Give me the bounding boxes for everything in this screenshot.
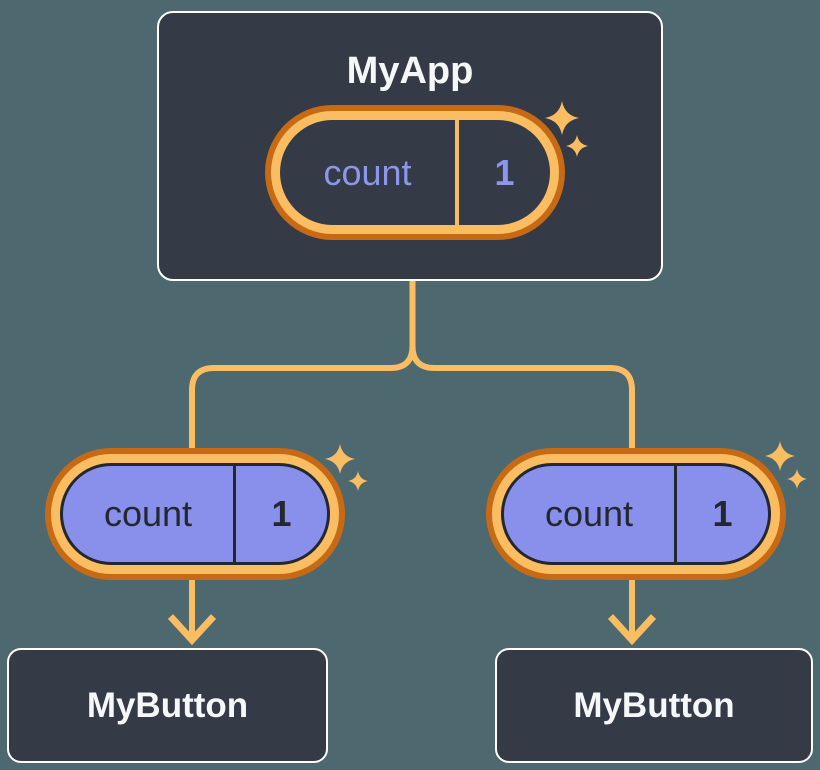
pill-divider: [233, 466, 236, 562]
state-value: 1: [494, 151, 515, 193]
pill-ring: count 1: [51, 454, 339, 574]
arrowhead-left-icon: [167, 614, 217, 646]
component-label-mybutton: MyButton: [573, 685, 735, 725]
pill-ring: count 1: [492, 454, 780, 574]
sparkle-icon: [765, 441, 807, 489]
pill-divider: [674, 466, 677, 562]
component-label-mybutton: MyButton: [86, 685, 249, 725]
prop-pill-right: count 1: [486, 448, 786, 580]
pill-ring: count 1: [271, 111, 559, 234]
branch-right-line: [409, 279, 635, 636]
sparkle-icon: [545, 101, 588, 157]
prop-value: 1: [271, 493, 292, 534]
component-label-myapp: MyApp: [346, 50, 474, 92]
prop-pill-left: count 1: [45, 448, 345, 580]
pill-divider: [455, 120, 459, 225]
prop-value: 1: [712, 493, 733, 534]
prop-key-label: count: [103, 493, 193, 534]
state-key-label: count: [323, 151, 412, 193]
arrowhead-right-icon: [607, 614, 657, 646]
sparkle-icon: [325, 444, 368, 491]
prop-key-label: count: [544, 493, 634, 534]
component-box-mybutton-right: MyButton: [495, 648, 813, 763]
component-box-mybutton-left: MyButton: [7, 648, 328, 763]
state-pill-myapp: count 1: [265, 105, 565, 240]
